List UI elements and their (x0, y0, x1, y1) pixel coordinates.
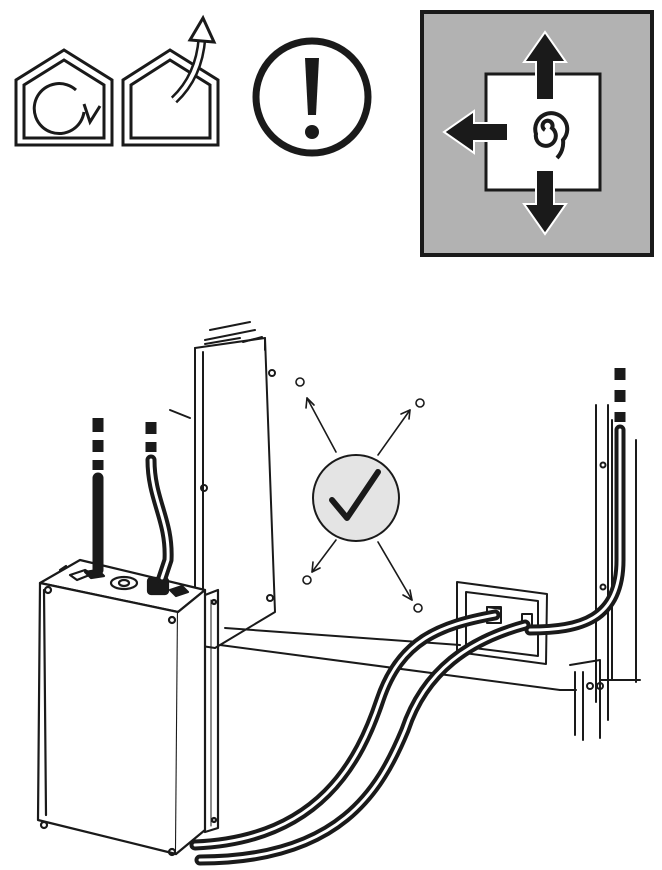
power-cables (92, 424, 626, 866)
mounting-positions (295, 377, 425, 613)
airflow-directions-panel (420, 10, 654, 257)
control-unit-box (36, 558, 220, 857)
approved-check-icon (312, 454, 400, 542)
cable-dashes (92, 368, 626, 470)
warning-exclamation-icon (252, 37, 372, 157)
installation-drawing (36, 321, 641, 866)
outdoor-exhaust-icon (121, 14, 220, 147)
indoor-recirculation-icon (14, 48, 114, 147)
cable-duct (559, 404, 641, 741)
